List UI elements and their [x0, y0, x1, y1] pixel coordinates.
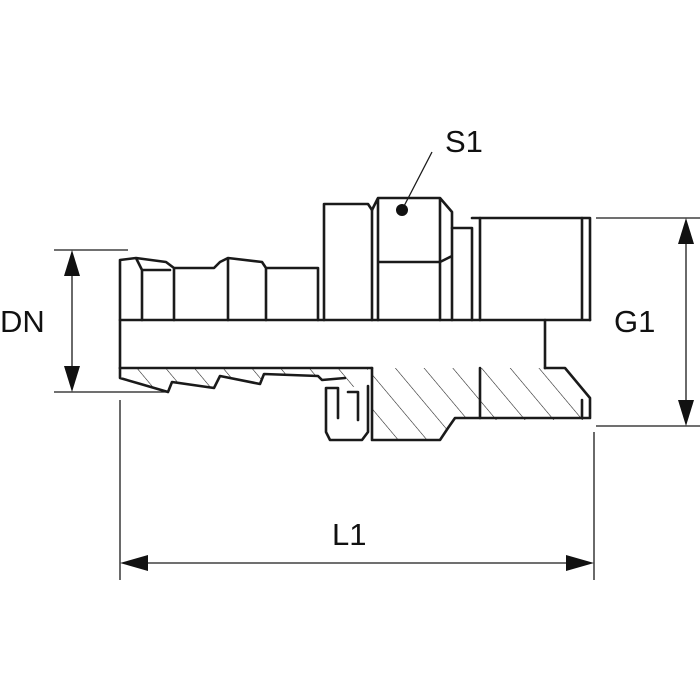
- g1-dimension: [596, 217, 700, 427]
- dn-dimension: [54, 249, 166, 393]
- l1-dimension: [119, 400, 595, 580]
- fitting-outline: [118, 196, 592, 442]
- s1-label: S1: [445, 124, 483, 159]
- section-hatched-body: [120, 368, 590, 440]
- dn-label: DN: [0, 304, 45, 339]
- l1-label: L1: [332, 517, 366, 552]
- g1-label: G1: [614, 304, 655, 339]
- s1-leader: [396, 151, 433, 216]
